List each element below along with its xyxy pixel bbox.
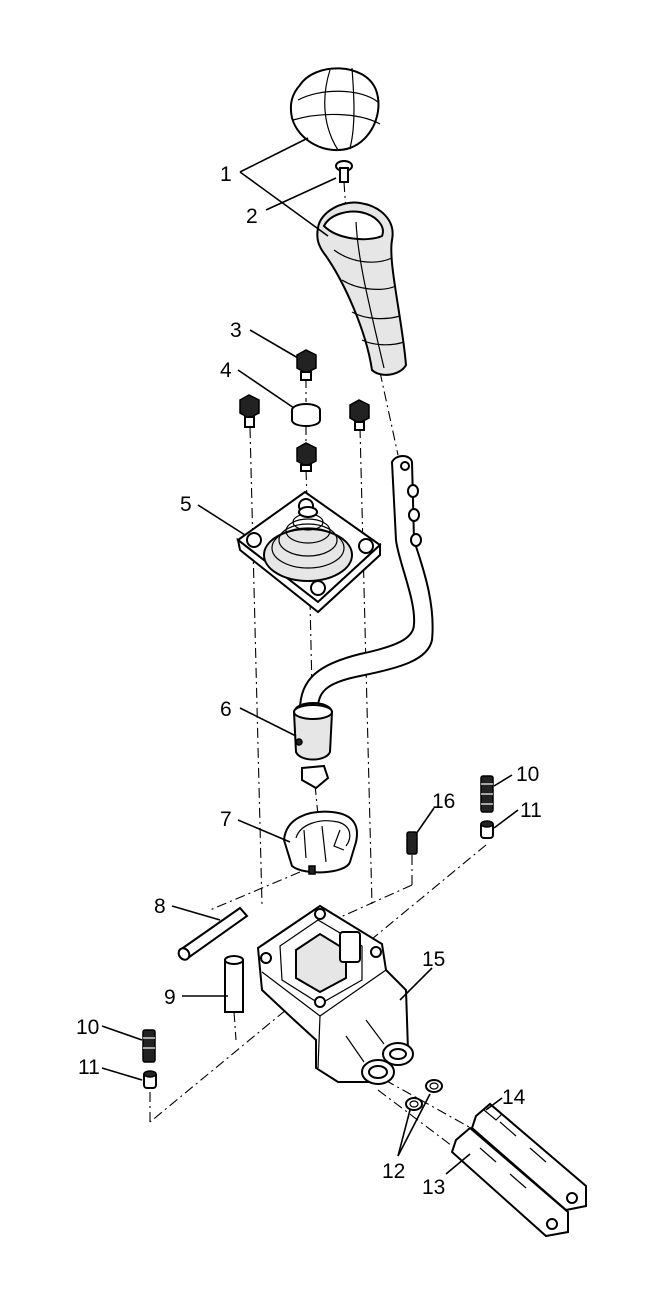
callout-11-upper: 11: [520, 799, 542, 822]
callout-1: 1: [220, 163, 232, 186]
shift-knob-part: [289, 67, 381, 151]
callout-14: 14: [502, 1086, 526, 1109]
roll-pin-part: [177, 906, 249, 961]
shifter-housing-part: [256, 904, 414, 1085]
detent-plunger-upper-part: [480, 820, 494, 839]
detent-plunger-lower-part: [143, 1070, 157, 1089]
leader-lines: [101, 137, 519, 1175]
boot-plate-part: [236, 490, 382, 614]
pivot-housing-part: [282, 810, 358, 875]
callout-10-upper: 10: [516, 763, 539, 786]
center-bolt-part: [296, 442, 317, 472]
left-bolt-part: [239, 394, 260, 428]
set-screw-part: [406, 831, 418, 855]
callout-2: 2: [246, 205, 258, 228]
shift-lever-part: [292, 455, 434, 790]
callout-13: 13: [422, 1176, 445, 1199]
right-bolt-part: [349, 399, 370, 431]
shift-rail-upper-part: [470, 1102, 587, 1212]
detent-spring-lower-part: [142, 1029, 156, 1063]
callout-8: 8: [154, 895, 166, 918]
shift-boot-part: [316, 201, 408, 376]
dowel-pin-part: [224, 955, 244, 1013]
callout-9: 9: [164, 986, 176, 1009]
top-bolt-part: [296, 349, 317, 381]
callout-7: 7: [220, 808, 232, 831]
collar-ring-part: [291, 403, 321, 427]
knob-screw-part: [335, 160, 353, 183]
callout-5: 5: [180, 493, 192, 516]
shift-rail-lower-part: [450, 1126, 569, 1238]
callout-6: 6: [220, 698, 232, 721]
o-rings-part: [405, 1079, 443, 1111]
callout-15: 15: [422, 948, 445, 971]
callout-12: 12: [382, 1160, 405, 1183]
callout-4: 4: [220, 359, 232, 382]
callout-11-lower: 11: [78, 1056, 100, 1079]
callout-labels: 1 2 3 4 5 6 7 8 9 10 11 10 11 16 15 12 1…: [76, 163, 542, 1199]
callout-10-lower: 10: [76, 1016, 99, 1039]
detent-spring-upper-part: [480, 775, 494, 813]
callout-3: 3: [230, 319, 242, 342]
callout-16: 16: [432, 790, 455, 813]
